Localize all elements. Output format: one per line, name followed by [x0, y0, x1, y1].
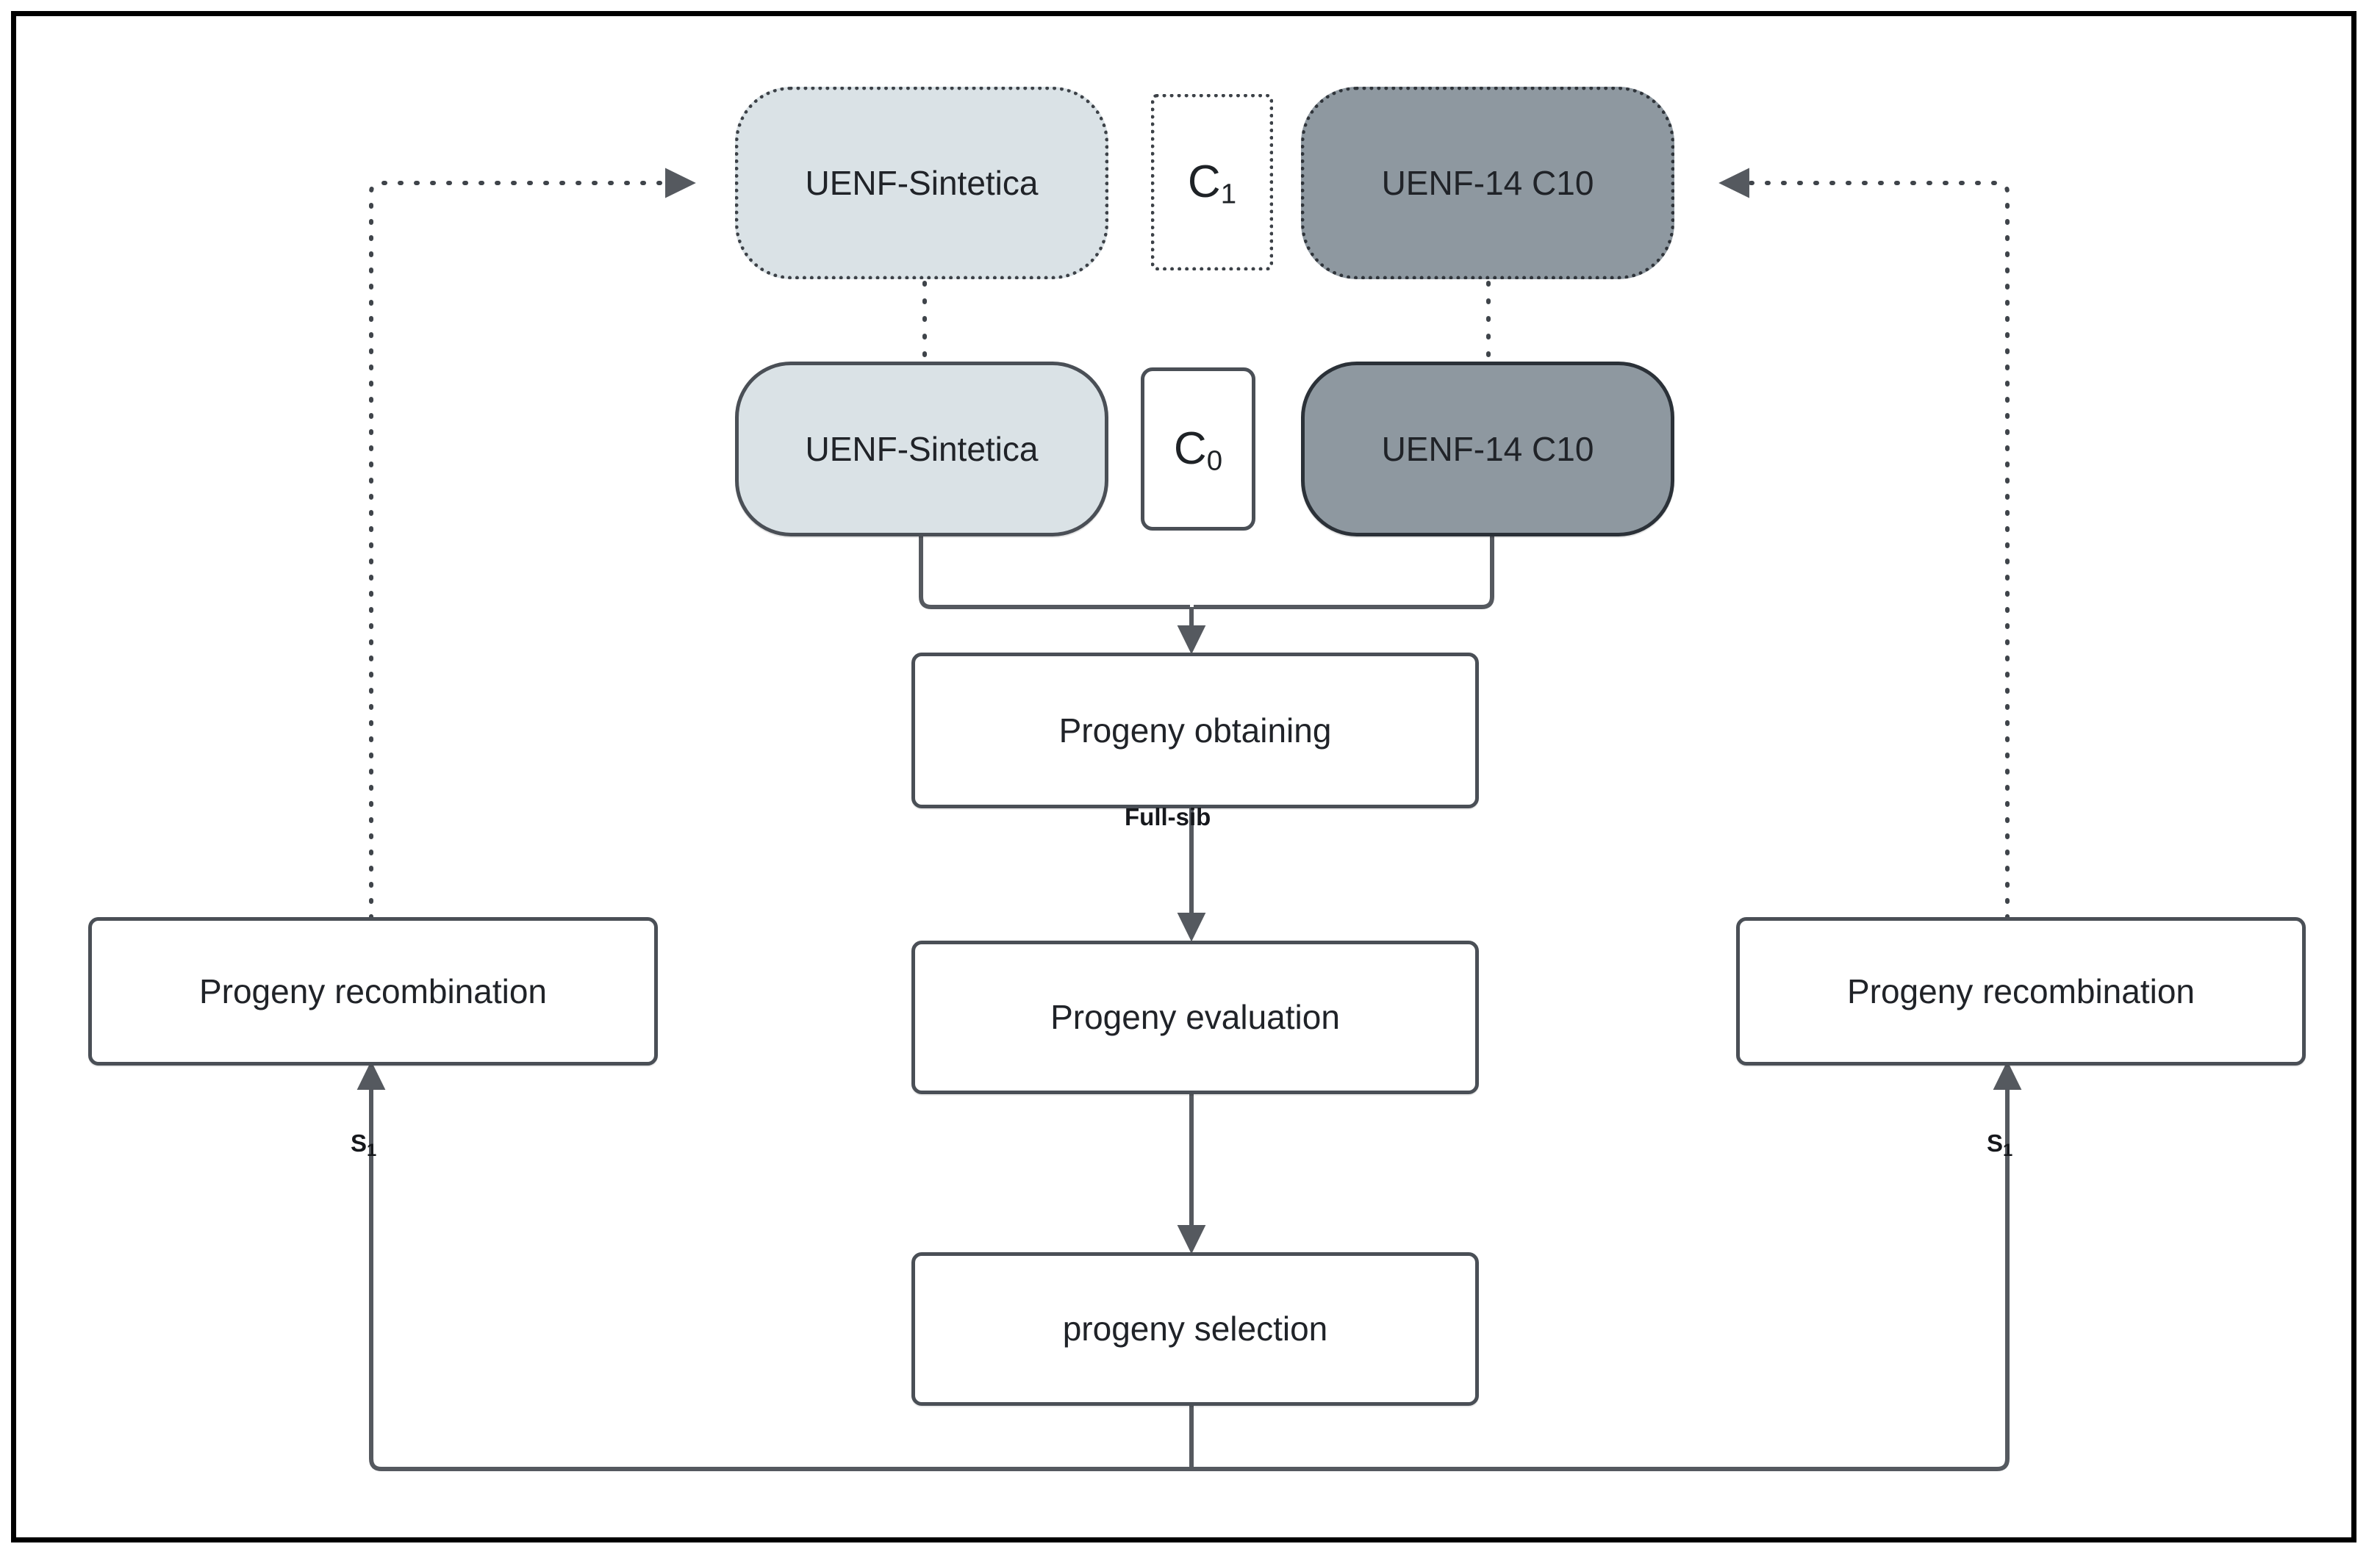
image-frame-border: [11, 11, 2356, 1542]
node-progeny-recombination-right[interactable]: Progeny recombination: [1736, 917, 2306, 1066]
edge-label-full-sib: Full-sib: [1125, 803, 1211, 831]
node-label: UENF-Sintetica: [805, 429, 1039, 468]
s1-letter: S: [351, 1129, 368, 1157]
cycle-tag-letter: C: [1187, 157, 1221, 208]
node-progeny-evaluation[interactable]: Progeny evaluation: [911, 941, 1479, 1094]
edge-bus-to-recombination-left: [356, 1060, 1191, 1471]
node-label: Progeny recombination: [198, 971, 548, 1010]
cycle-tag-letter: C: [1173, 423, 1207, 475]
node-progeny-obtaining[interactable]: Progeny obtaining: [911, 653, 1479, 808]
node-label: UENF-14 C10: [1381, 429, 1594, 468]
edge-label-s1-left: S1: [351, 1129, 377, 1160]
node-c1-right-population[interactable]: UENF-14 C10: [1301, 87, 1674, 279]
edge-c0-left-to-progeny-obtaining: [919, 535, 1190, 609]
full-sib-text: Full-sib: [1125, 803, 1211, 830]
node-label: progeny selection: [1062, 1310, 1328, 1348]
node-progeny-recombination-left[interactable]: Progeny recombination: [88, 917, 658, 1066]
node-c1-cycle-tag[interactable]: C1: [1151, 94, 1273, 270]
node-c1-left-population[interactable]: UENF-Sintetica: [735, 87, 1108, 279]
node-c0-right-population[interactable]: UENF-14 C10: [1301, 362, 1674, 536]
node-label: UENF-14 C10: [1381, 163, 1594, 202]
node-label: Progeny evaluation: [1050, 998, 1340, 1037]
s1-index: 1: [2003, 1140, 2013, 1160]
edge-bus-to-recombination-right: [1191, 1060, 2022, 1471]
cycle-tag-text: C1: [1188, 156, 1236, 208]
cycle-tag-index: 0: [1206, 445, 1223, 477]
node-c0-cycle-tag[interactable]: C0: [1141, 367, 1255, 531]
edge-c0-right-to-progeny-obtaining: [1194, 535, 1494, 609]
node-c0-left-population[interactable]: UENF-Sintetica: [735, 362, 1108, 536]
edge-label-s1-right: S1: [1987, 1129, 2013, 1160]
node-label: Progeny recombination: [1846, 971, 2196, 1010]
s1-letter: S: [1987, 1129, 2004, 1157]
node-label: UENF-Sintetica: [805, 163, 1039, 202]
node-progeny-selection[interactable]: progeny selection: [911, 1252, 1479, 1406]
cycle-tag-index: 1: [1220, 178, 1237, 210]
s1-index: 1: [367, 1140, 377, 1160]
cycle-tag-text: C0: [1174, 423, 1222, 475]
node-label: Progeny obtaining: [1058, 711, 1332, 750]
